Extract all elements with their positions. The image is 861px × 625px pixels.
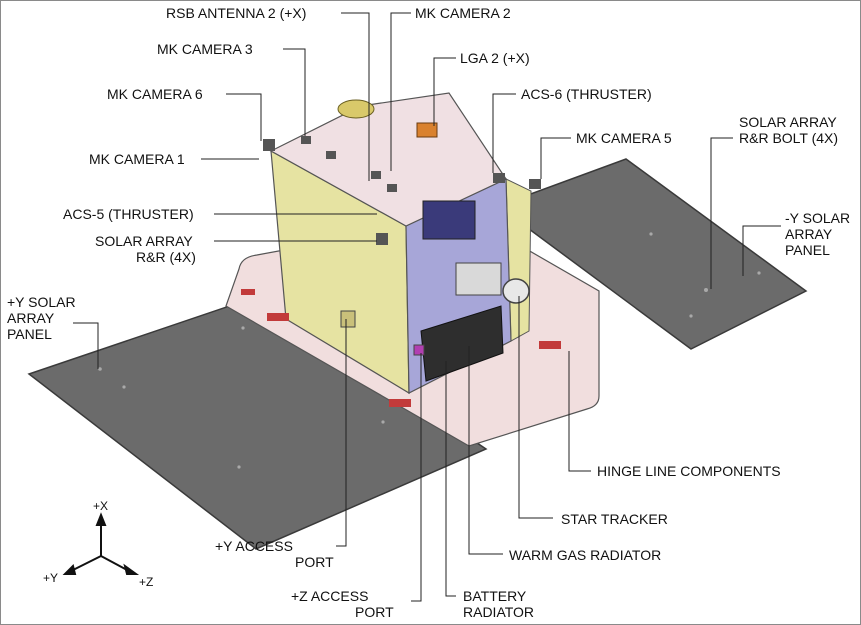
label-pos-y-access-line2: PORT xyxy=(295,554,334,570)
label-acs-5: ACS-5 (THRUSTER) xyxy=(63,206,194,222)
lga-2 xyxy=(416,122,438,138)
label-lga-2: LGA 2 (+X) xyxy=(460,50,530,66)
label-pos-y-access-line1: +Y ACCESS xyxy=(215,538,293,554)
label-pos-z-access-line1: +Z ACCESS xyxy=(291,588,369,604)
label-battery-line1: BATTERY xyxy=(463,588,527,604)
label-mk-camera-2: MK CAMERA 2 xyxy=(415,5,511,21)
pos-z-access-port-marker xyxy=(413,344,425,356)
panel-rivets-right xyxy=(649,232,761,318)
axis-triad xyxy=(62,512,140,575)
label-solar-array-bolt-line2: R&R BOLT (4X) xyxy=(739,130,839,146)
star-tracker xyxy=(455,262,502,296)
leader-lines xyxy=(73,12,781,602)
battery-radiator xyxy=(420,305,504,382)
label-hinge-line-components: HINGE LINE COMPONENTS xyxy=(597,463,781,479)
label-mk-camera-5: MK CAMERA 5 xyxy=(576,130,672,146)
label-solar-array-rr-line2: R&R (4X) xyxy=(136,249,196,265)
pos-y-access-port-marker xyxy=(340,310,356,328)
radiator-window xyxy=(422,200,476,240)
label-battery-line2: RADIATOR xyxy=(463,604,535,620)
label-mk-camera-3: MK CAMERA 3 xyxy=(157,41,253,57)
label-solar-array-rr-line1: SOLAR ARRAY xyxy=(95,233,193,249)
label-pos-y-panel-line1: +Y SOLAR xyxy=(7,294,76,310)
rsb-antenna xyxy=(337,99,375,119)
label-rsb-antenna-2: RSB ANTENNA 2 (+X) xyxy=(166,5,307,21)
star-tracker-lens xyxy=(502,278,530,304)
hinge-components xyxy=(241,289,561,407)
label-neg-y-panel-line2: ARRAY xyxy=(785,226,833,242)
pos-y-solar-panel xyxy=(27,295,488,550)
label-star-tracker: STAR TRACKER xyxy=(561,511,668,527)
top-components xyxy=(263,136,541,245)
label-solar-array-bolt-line1: SOLAR ARRAY xyxy=(739,114,837,130)
axis-label-x: +X xyxy=(93,499,109,513)
label-pos-y-panel-line2: ARRAY xyxy=(7,310,55,326)
label-acs-6: ACS-6 (THRUSTER) xyxy=(521,86,652,102)
label-neg-y-panel-line1: -Y SOLAR xyxy=(785,210,851,226)
axis-label-z: +Z xyxy=(139,575,154,589)
label-warm-gas-radiator: WARM GAS RADIATOR xyxy=(509,547,662,563)
panel-rivets-left xyxy=(98,326,385,469)
label-mk-camera-6: MK CAMERA 6 xyxy=(107,86,203,102)
label-pos-y-panel-line3: PANEL xyxy=(7,326,52,342)
label-pos-z-access-line2: PORT xyxy=(355,604,394,620)
label-mk-camera-1: MK CAMERA 1 xyxy=(89,151,185,167)
neg-y-solar-panel xyxy=(496,158,808,350)
axis-label-y: +Y xyxy=(43,571,59,585)
label-neg-y-panel-line3: PANEL xyxy=(785,242,830,258)
